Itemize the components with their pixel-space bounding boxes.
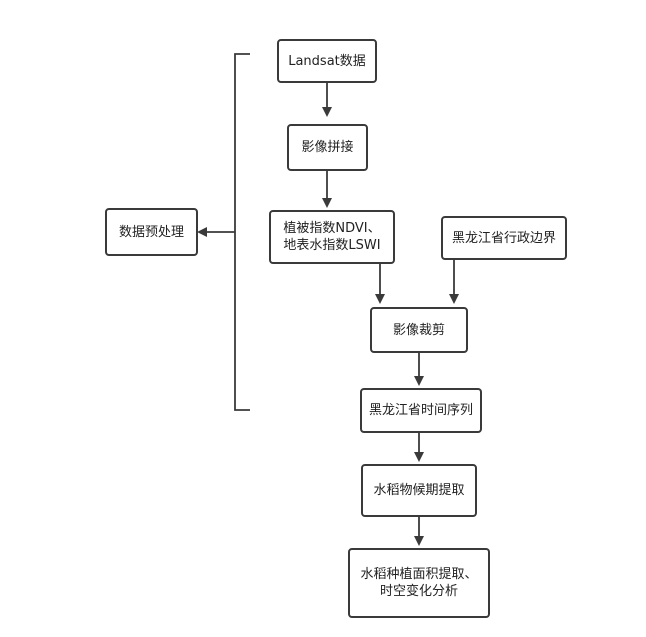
image-clip-node: 影像裁剪 xyxy=(370,307,468,353)
node-label: 影像拼接 xyxy=(301,140,354,155)
phenology-node: 水稻物候期提取 xyxy=(361,464,477,517)
node-label-line-2: 时空变化分析 xyxy=(379,584,458,599)
indices-node: 植被指数NDVI、 地表水指数LSWI xyxy=(269,210,395,264)
node-label-line-1: 水稻种植面积提取、 xyxy=(360,567,478,582)
node-label: 黑龙江省行政边界 xyxy=(451,230,556,246)
boundary-node: 黑龙江省行政边界 xyxy=(441,216,567,260)
node-label-line-2: 地表水指数LSWI xyxy=(283,238,381,253)
timeseries-node: 黑龙江省时间序列 xyxy=(360,388,482,433)
node-label: Landsat数据 xyxy=(288,53,366,69)
image-mosaic-node: 影像拼接 xyxy=(287,124,368,171)
analysis-node: 水稻种植面积提取、 时空变化分析 xyxy=(348,548,490,618)
node-label-line-1: 植被指数NDVI、 xyxy=(283,221,381,236)
preprocess-node: 数据预处理 xyxy=(105,208,198,256)
node-label: 黑龙江省时间序列 xyxy=(368,403,473,418)
landsat-data-node: Landsat数据 xyxy=(277,39,377,83)
node-label: 水稻物候期提取 xyxy=(373,483,465,498)
preprocessing-bracket xyxy=(234,53,250,411)
node-label: 数据预处理 xyxy=(118,224,184,240)
node-label: 影像裁剪 xyxy=(392,322,445,338)
